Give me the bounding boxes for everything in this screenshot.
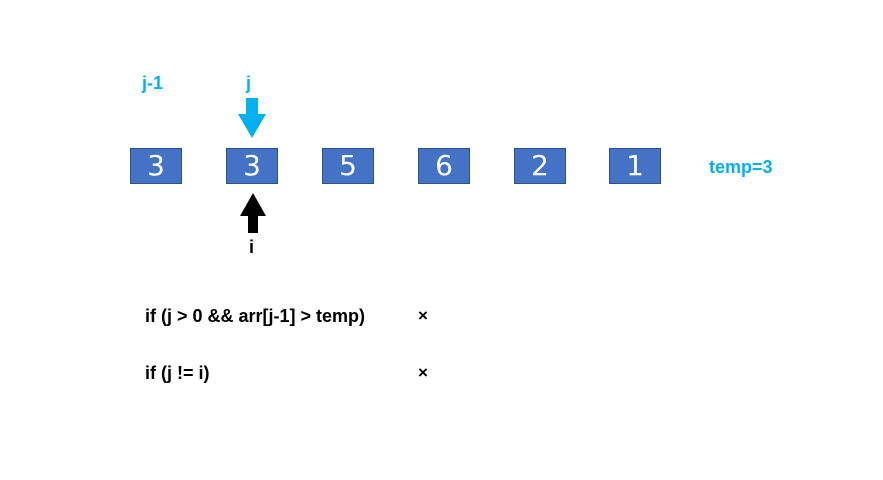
condition-1-code: if (j > 0 && arr[j-1] > temp)	[145, 306, 366, 326]
array-cell-0: 3	[130, 148, 182, 184]
i-label: i	[249, 237, 255, 257]
arrow-down-icon	[238, 98, 266, 138]
array-cell-3: 6	[418, 148, 470, 184]
arrow-up-icon	[240, 193, 266, 233]
condition-2-code: if (j != i)	[145, 363, 210, 383]
array-cell-5: 1	[609, 148, 661, 184]
array-cell-2: 5	[322, 148, 374, 184]
temp-value: temp=3	[709, 157, 773, 177]
array-cell-1: 3	[226, 148, 278, 184]
j-minus-1-label: j-1	[142, 73, 164, 93]
condition-1-result: ×	[418, 306, 428, 325]
j-label: j	[246, 73, 252, 93]
condition-2-result: ×	[418, 363, 428, 382]
array-cell-4: 2	[514, 148, 566, 184]
